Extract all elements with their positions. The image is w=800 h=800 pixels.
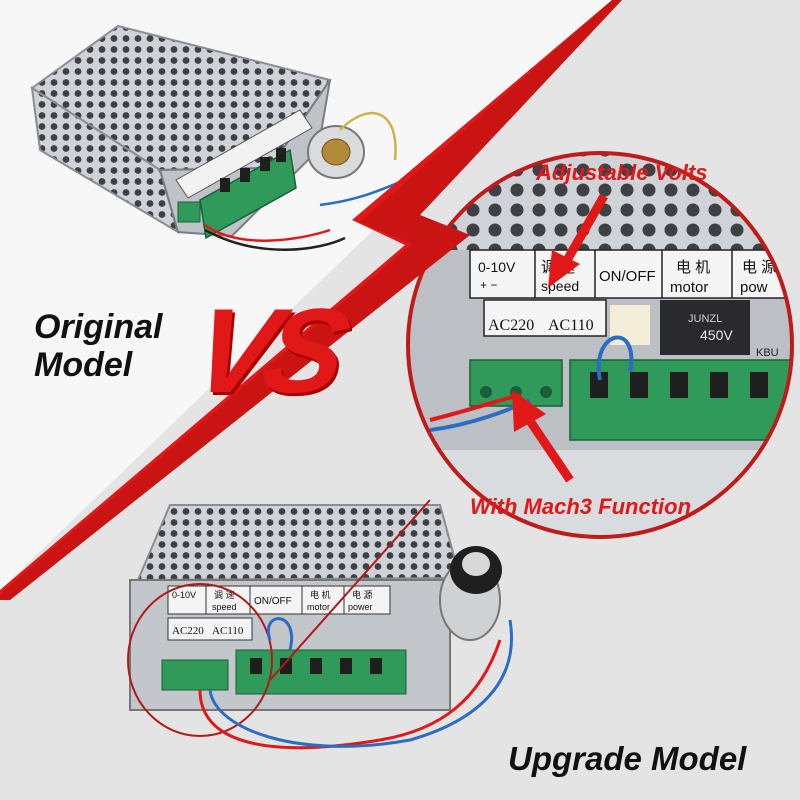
upgrade-label-speed-cn: 调 速 <box>214 590 235 600</box>
upgrade-potentiometer <box>439 546 502 641</box>
original-psu <box>30 24 411 251</box>
zoom-switch-ac220: AC220 <box>488 317 534 334</box>
zoom-switch-ac110: AC110 <box>548 317 594 334</box>
original-title-line2: Model <box>34 346 133 384</box>
upgrade-label-onoff: ON/OFF <box>254 596 292 607</box>
zoom-label-range: 0-10V <box>478 259 516 275</box>
zoom-voltage-switch: AC220 AC110 <box>483 299 607 337</box>
vs-graphic: VS <box>181 284 351 418</box>
zoom-kbu: KBU <box>756 347 779 359</box>
zoom-terminal-blocks <box>469 359 792 441</box>
zoom-label-onoff: ON/OFF <box>599 268 656 285</box>
zoom-circle-border <box>406 151 794 539</box>
original-label-strip <box>175 109 313 199</box>
mach3-arrow <box>512 390 574 483</box>
upgrade-label-range: 0-10V <box>172 590 196 600</box>
zoom-detail: 0-10V + − 调 速 speed ON/OFF 电 机 motor 电 源… <box>408 153 792 450</box>
upgrade-psu-top <box>136 504 462 582</box>
zoom-capacitor-brand: JUNZL <box>688 313 722 325</box>
zoom-connector-line <box>269 499 431 681</box>
original-terminal-block <box>177 148 297 240</box>
original-potentiometer <box>307 125 365 179</box>
zoom-label-motor-en: motor <box>670 279 708 296</box>
upgrade-voltage-switch: AC220 AC110 <box>167 617 253 641</box>
zoom-label-power-cn: 电 源 <box>742 259 776 276</box>
zoom-blue-jumper <box>596 335 634 381</box>
upgrade-terminal-blocks <box>161 649 407 695</box>
upgrade-wires <box>198 617 513 750</box>
upgrade-label-power-en: power <box>348 602 373 612</box>
upgrade-switch-ac220: AC220 <box>172 625 204 637</box>
adjustable-volts-arrow <box>548 193 608 288</box>
mach3-function-callout: With Mach3 Function <box>470 494 692 519</box>
upgrade-label-motor-en: motor <box>307 602 330 612</box>
adjustable-volts-callout: Adjustable Volts <box>536 160 708 185</box>
upgrade-label-motor-cn: 电 机 <box>310 589 331 600</box>
upgrade-label-power-cn: 电 源 <box>352 589 373 600</box>
zoom-label-polarity: + − <box>480 278 497 292</box>
zoom-label-speed-en: speed <box>541 278 579 294</box>
upgrade-switch-ac110: AC110 <box>212 625 244 637</box>
original-title-line1: Original <box>34 308 163 346</box>
zoom-capacitor-rating: 450V <box>700 327 733 343</box>
upgrade-psu: 0-10V 调 速 speed ON/OFF 电 机 motor 电 源 pow… <box>127 504 513 750</box>
upgrade-model-title: Upgrade Model <box>508 740 747 777</box>
zoom-label-power-en: pow <box>740 279 768 296</box>
original-model-title: Original Model <box>34 308 162 384</box>
zoom-label-strip <box>469 249 792 299</box>
upgrade-label-speed-en: speed <box>212 602 237 612</box>
zoom-label-motor-cn: 电 机 <box>676 259 710 276</box>
upgrade-highlight-circle <box>127 583 273 737</box>
zoom-capacitor: JUNZL 450V KBU <box>660 300 779 359</box>
upgrade-label-strip: 0-10V 调 速 speed ON/OFF 电 机 motor 电 源 pow… <box>167 585 391 615</box>
